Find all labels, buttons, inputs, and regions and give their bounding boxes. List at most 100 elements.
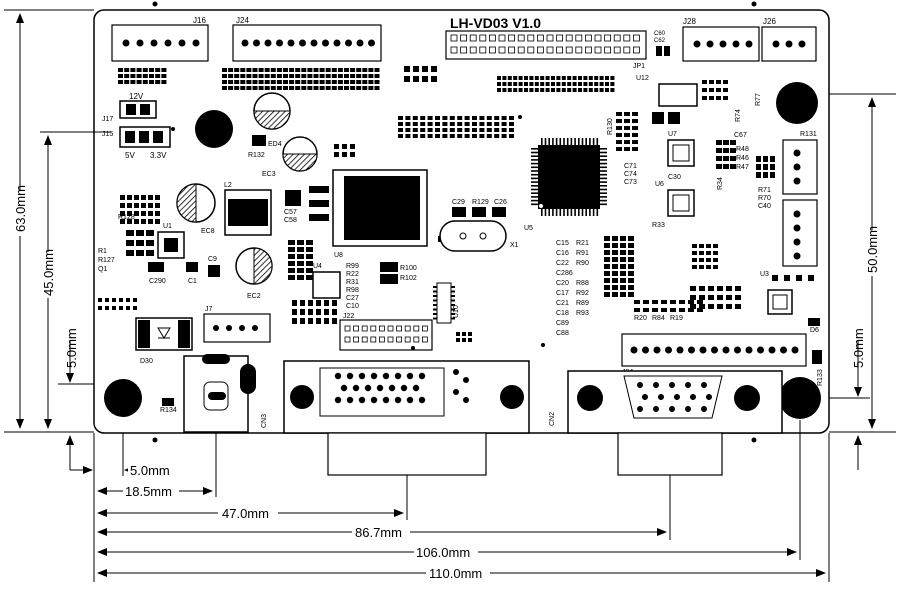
smd-part <box>350 152 355 157</box>
board-title: LH-VD03 V1.0 <box>450 15 541 31</box>
smd-resistor <box>252 86 258 90</box>
label-r134: R134 <box>160 407 177 414</box>
smd-resistor <box>337 74 343 78</box>
smd-resistor <box>594 88 599 92</box>
smd-resistor <box>524 82 528 86</box>
smd-resistor <box>222 68 227 72</box>
smd-resistor <box>472 128 477 132</box>
pin <box>433 308 437 311</box>
pin <box>353 325 360 332</box>
pin <box>604 34 611 42</box>
smd-resistor <box>449 122 455 126</box>
smd-resistor <box>556 82 561 86</box>
pin <box>382 396 390 404</box>
pin <box>346 396 354 404</box>
connector-jp1: JP1 <box>445 30 647 70</box>
smd-resistor <box>142 74 148 78</box>
smd-resistor <box>509 122 514 126</box>
pin <box>136 39 144 47</box>
smd-component-groups <box>98 66 814 342</box>
smd-part <box>770 156 775 162</box>
pin <box>592 138 595 145</box>
pin <box>469 34 477 42</box>
smd-resistor <box>258 86 264 90</box>
smd-part <box>706 265 711 269</box>
label-r91: R91 <box>576 250 589 257</box>
smd-part <box>699 251 704 255</box>
label-c17: C17 <box>556 290 569 297</box>
smd-resistor <box>234 74 240 78</box>
smd-resistor <box>464 134 470 138</box>
smd-resistor <box>405 134 411 138</box>
pin <box>531 173 538 176</box>
pin <box>623 46 631 54</box>
smd-resistor <box>610 88 615 92</box>
smd-part <box>730 140 736 145</box>
smd-resistor <box>161 68 167 72</box>
smd-part <box>726 295 732 300</box>
smd-resistor <box>270 80 276 84</box>
label-c290: C290 <box>149 278 166 285</box>
smd-resistor <box>472 116 477 120</box>
smd-resistor <box>246 86 252 90</box>
smd-part <box>688 300 694 304</box>
smd-part <box>334 144 339 149</box>
smd-resistor <box>594 82 599 86</box>
smd-part <box>723 164 729 169</box>
smd-part <box>141 211 146 216</box>
pin <box>768 346 776 354</box>
smd-part <box>628 271 634 276</box>
pin <box>541 138 543 145</box>
pin <box>370 372 378 380</box>
smd-part <box>699 244 704 248</box>
capacitor-ec2: EC2 <box>235 247 273 300</box>
pin <box>517 34 525 42</box>
smd-resistor <box>540 82 545 86</box>
smd-part <box>716 148 722 153</box>
smd-part <box>134 219 139 224</box>
smd-resistor <box>362 68 368 72</box>
smd-part <box>308 318 313 324</box>
crystal-x1: X1 <box>439 220 519 252</box>
smd-resistor <box>479 122 485 126</box>
pin <box>488 34 496 42</box>
smd-part <box>661 300 667 304</box>
pin <box>368 39 375 47</box>
smd-part <box>141 219 146 224</box>
smd-part <box>690 286 696 291</box>
smd-part <box>730 156 736 161</box>
pin <box>685 406 691 412</box>
smd-part <box>628 257 634 262</box>
pin <box>352 384 360 392</box>
smd-resistor <box>524 76 528 80</box>
smd-resistor <box>142 68 148 72</box>
smd-part <box>624 133 630 137</box>
connector-j27: R131 <box>782 131 818 195</box>
pin <box>711 346 718 354</box>
pin <box>732 40 740 48</box>
pin <box>334 396 342 404</box>
pin <box>226 325 232 331</box>
pin <box>406 396 414 404</box>
smd-part <box>620 250 626 255</box>
label-c1: C1 <box>188 278 197 285</box>
smd-part <box>726 304 732 309</box>
smd-resistor <box>246 74 252 78</box>
smd-part <box>612 278 618 283</box>
smd-resistor <box>319 80 325 84</box>
pin <box>793 210 801 218</box>
pin <box>418 396 426 404</box>
pin <box>333 39 341 47</box>
pin <box>600 155 607 157</box>
pin <box>122 39 130 47</box>
pin <box>537 46 544 54</box>
pin <box>793 224 801 232</box>
smd-resistor <box>420 116 426 120</box>
smd-resistor <box>472 134 477 138</box>
smd-part <box>723 88 728 92</box>
smd-resistor <box>545 82 550 86</box>
smd-part <box>332 318 337 324</box>
pin <box>665 346 672 354</box>
smd-resistor <box>307 74 313 78</box>
smd-resistor <box>136 68 142 72</box>
